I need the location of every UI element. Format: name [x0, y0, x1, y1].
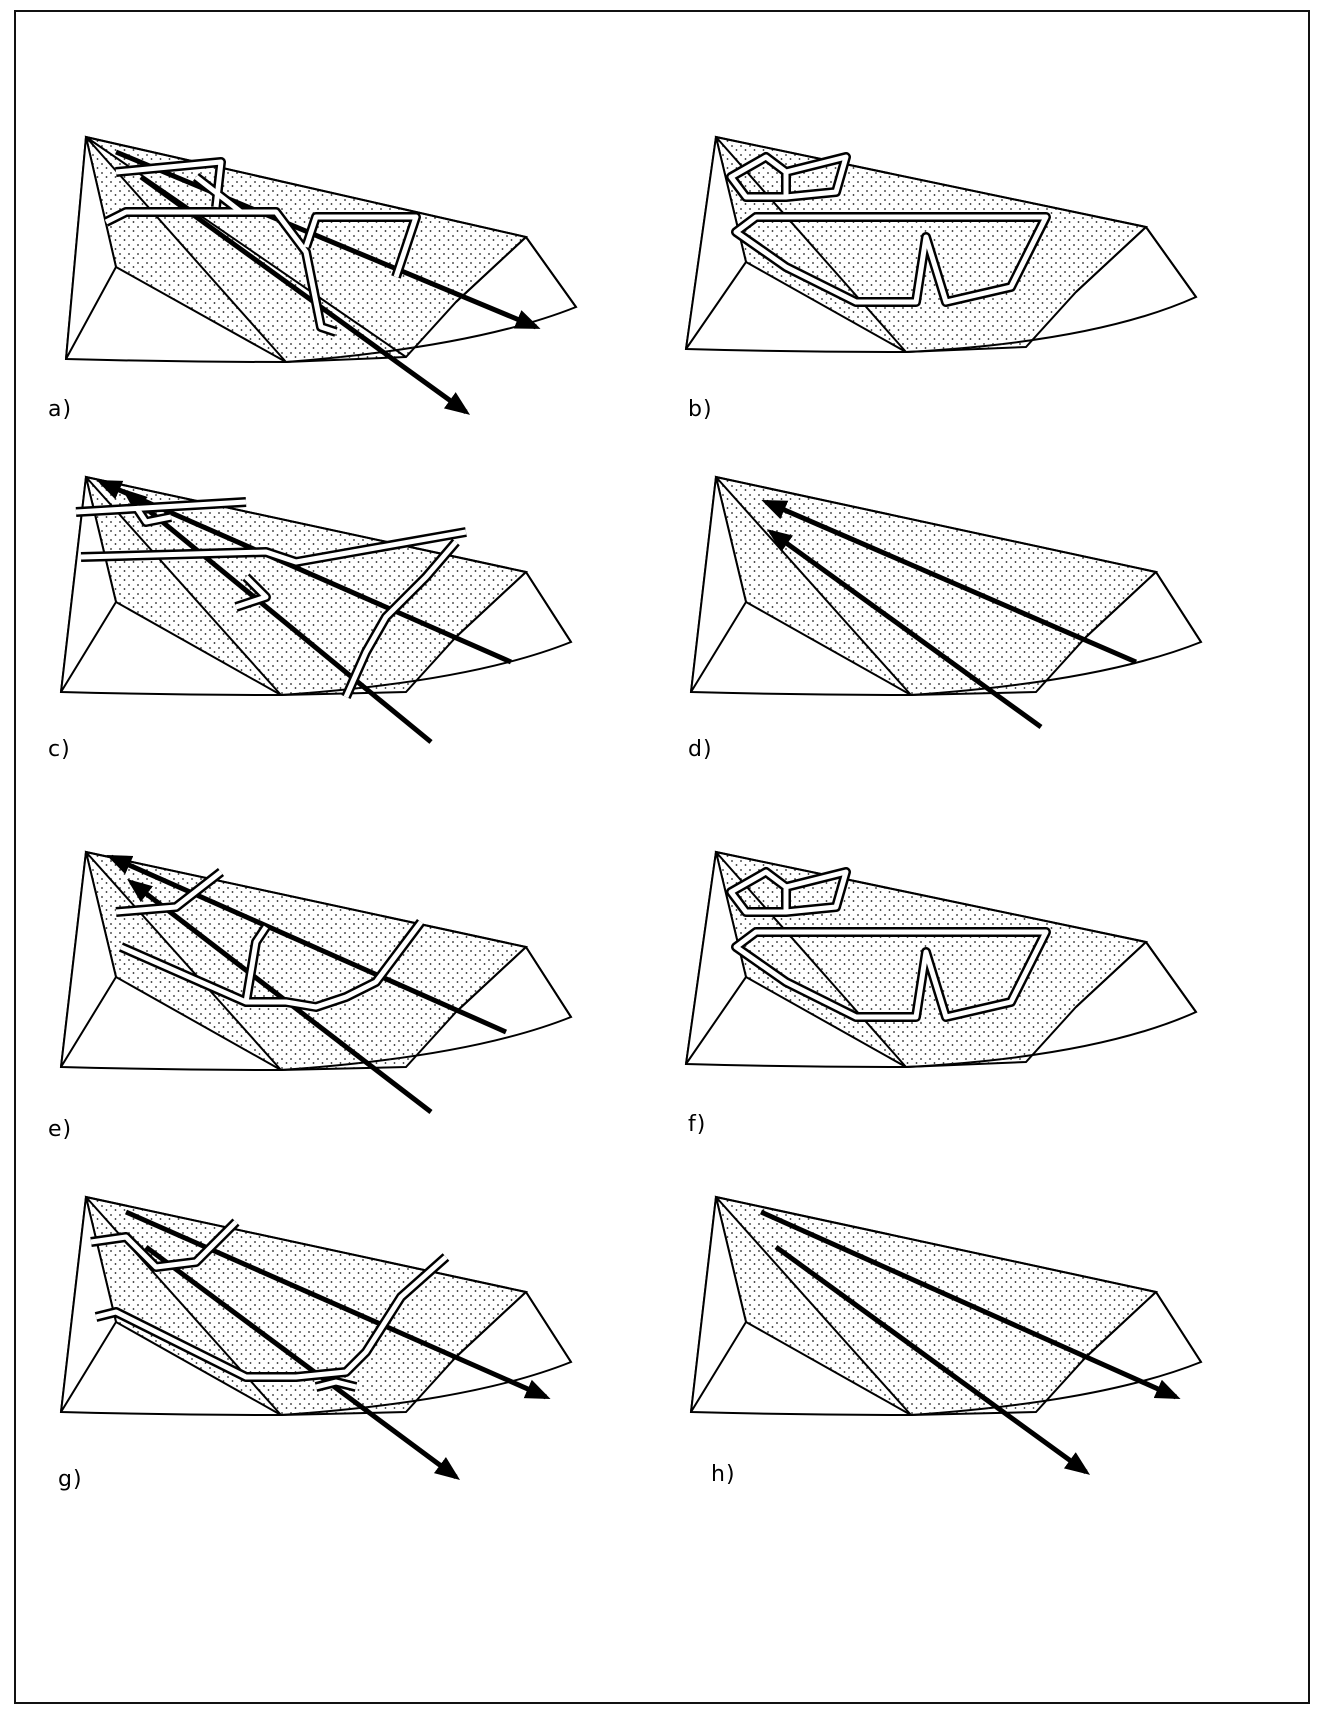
- panel-label: a): [48, 397, 72, 422]
- wedge-diagram: [676, 1177, 1296, 1557]
- panel-label: c): [48, 737, 71, 762]
- wedge-diagram: [676, 457, 1296, 837]
- panel-label: b): [688, 397, 713, 422]
- wedge-diagram: [676, 832, 1296, 1212]
- wedge-diagram: [46, 117, 666, 497]
- panel-b: b): [676, 117, 1296, 497]
- panel-label: f): [688, 1112, 706, 1137]
- figure-frame: a) b) c): [14, 10, 1310, 1704]
- panel-d: d): [676, 457, 1296, 837]
- panel-label: e): [48, 1117, 72, 1142]
- panel-label: d): [688, 737, 713, 762]
- wedge-diagram: [46, 1177, 666, 1557]
- panel-label: g): [58, 1467, 83, 1492]
- panel-h: h): [676, 1177, 1296, 1557]
- panel-f: f): [676, 832, 1296, 1212]
- wedge-diagram: [46, 457, 666, 837]
- wedge-diagram: [676, 117, 1296, 497]
- panel-g: g): [46, 1177, 666, 1557]
- panel-c: c): [46, 457, 666, 837]
- panel-a: a): [46, 117, 666, 497]
- panel-e: e): [46, 832, 666, 1212]
- wedge-diagram: [46, 832, 666, 1212]
- panel-label: h): [711, 1462, 736, 1487]
